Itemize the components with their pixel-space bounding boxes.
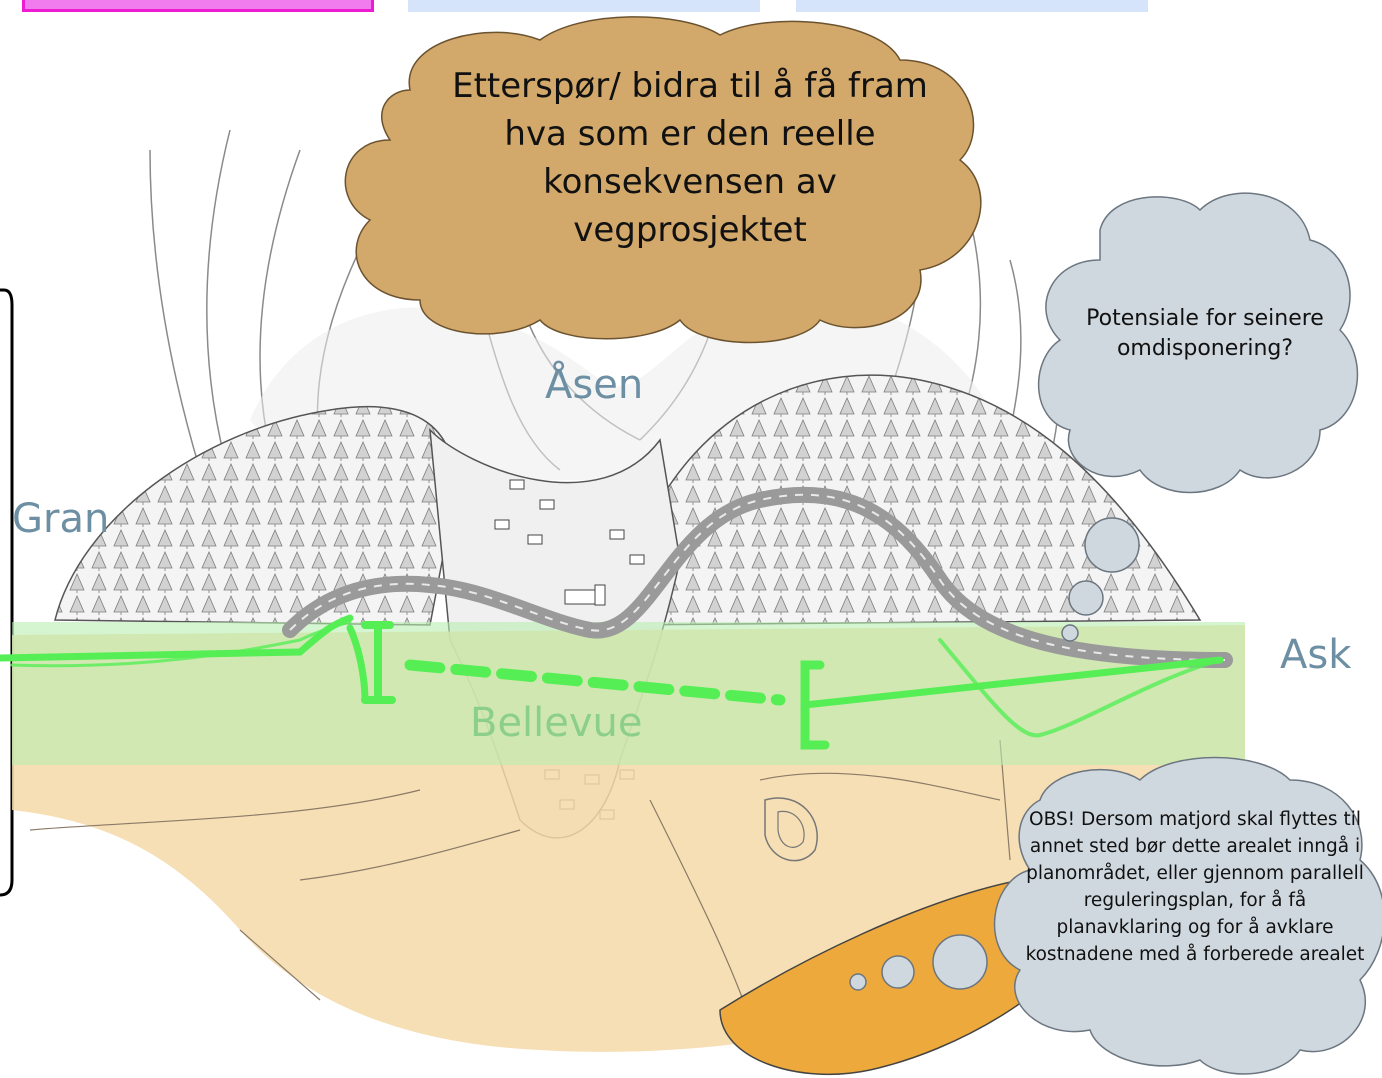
top-tab-blue-1[interactable] (408, 0, 760, 12)
place-label-gran: Gran (12, 496, 110, 542)
new-road (0, 614, 1224, 750)
grey-thought-cloud-2 (993, 756, 1382, 1075)
grey-thought-cloud-1 (1038, 192, 1359, 494)
forest-left (54, 405, 456, 626)
place-label-ask: Ask (1280, 632, 1352, 678)
thought-bubble-dot (932, 934, 988, 990)
brown-cloud-text: Etterspør/ bidra til å få fram hva som e… (452, 66, 928, 250)
thought-bubble-dot (881, 955, 915, 989)
thought-bubble-dot (1061, 624, 1079, 642)
obs-cloud-text: OBS! Dersom matjord skal flyttes til ann… (1025, 809, 1365, 965)
top-tab-pink[interactable] (22, 0, 374, 12)
forest-right (619, 374, 1202, 626)
brown-thought-cloud (344, 16, 982, 344)
thought-bubble-dot (1084, 517, 1140, 573)
corridor-band (12, 622, 1245, 765)
thought-bubble-dot (849, 973, 867, 991)
potential-cloud-text: Potensiale for seinere omdisponering? (1086, 306, 1324, 361)
place-label-bellevue: Bellevue (470, 700, 643, 746)
left-frame (0, 288, 14, 897)
thought-bubble-dot (1068, 580, 1104, 616)
top-tab-blue-2[interactable] (796, 0, 1148, 12)
place-label-asen: Åsen (545, 362, 644, 408)
